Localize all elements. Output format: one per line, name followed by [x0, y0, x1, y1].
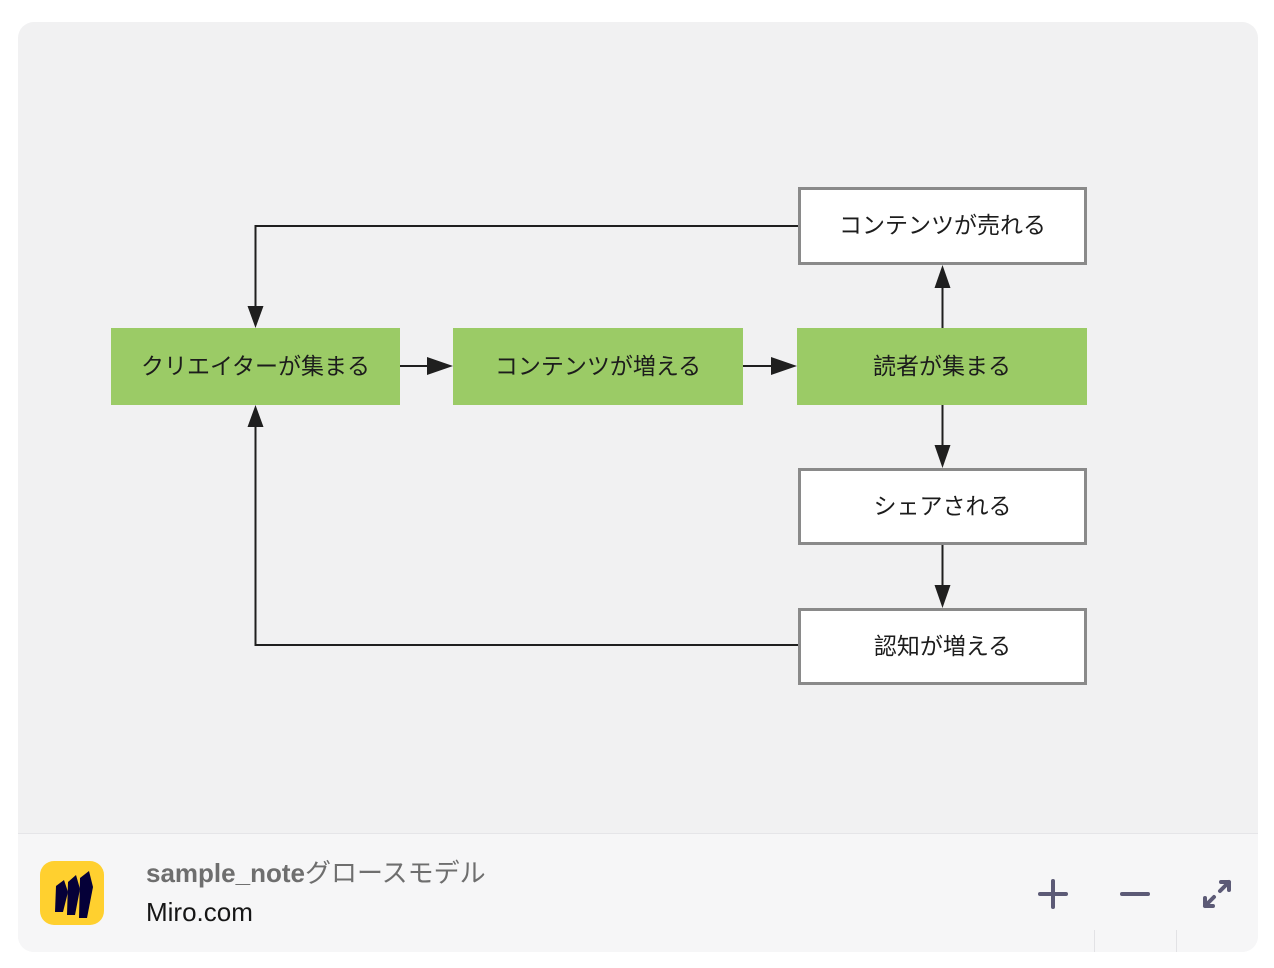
board-canvas[interactable]: クリエイターが集まる コンテンツが増える 読者が集まる コンテンツが売れる シェ…	[18, 22, 1258, 833]
node-label: シェアされる	[873, 492, 1012, 519]
node-label: 認知が増える	[873, 632, 1012, 659]
control-divider	[1176, 930, 1177, 952]
embed-footer: sample_noteグロースモデル Miro.com	[18, 833, 1258, 952]
node-readers-gather: 読者が集まる	[797, 328, 1087, 405]
miro-logo[interactable]	[40, 861, 104, 925]
fullscreen-button[interactable]	[1176, 835, 1258, 952]
node-label: コンテンツが売れる	[839, 212, 1046, 239]
control-divider	[1094, 930, 1095, 952]
zoom-in-button[interactable]	[1012, 835, 1094, 952]
plus-icon	[1038, 878, 1068, 909]
node-label: コンテンツが増える	[494, 352, 702, 379]
node-gets-shared: シェアされる	[798, 468, 1087, 545]
node-awareness-increases: 認知が増える	[798, 608, 1087, 685]
miro-source-link[interactable]: Miro.com	[146, 897, 253, 927]
board-title-latin: sample_note	[146, 858, 305, 888]
diagram-edges	[247, 225, 951, 646]
miro-logo-icon	[55, 871, 93, 918]
node-content-sells: コンテンツが売れる	[798, 187, 1087, 265]
node-label: 読者が集まる	[873, 352, 1011, 379]
expand-arrows-icon	[1203, 879, 1231, 908]
miro-embed-card: クリエイターが集まる コンテンツが増える 読者が集まる コンテンツが売れる シェ…	[18, 22, 1258, 952]
node-label: クリエイターが集まる	[140, 352, 371, 379]
board-title: sample_noteグロースモデル	[146, 854, 486, 893]
board-title-jp: グロースモデル	[304, 859, 486, 888]
node-content-increases: コンテンツが増える	[453, 328, 743, 405]
minus-icon	[1120, 891, 1150, 896]
zoom-out-button[interactable]	[1094, 835, 1176, 952]
node-creators-gather: クリエイターが集まる	[111, 328, 400, 405]
board-title-block: sample_noteグロースモデル Miro.com	[146, 854, 486, 932]
zoom-controls	[1012, 835, 1258, 952]
